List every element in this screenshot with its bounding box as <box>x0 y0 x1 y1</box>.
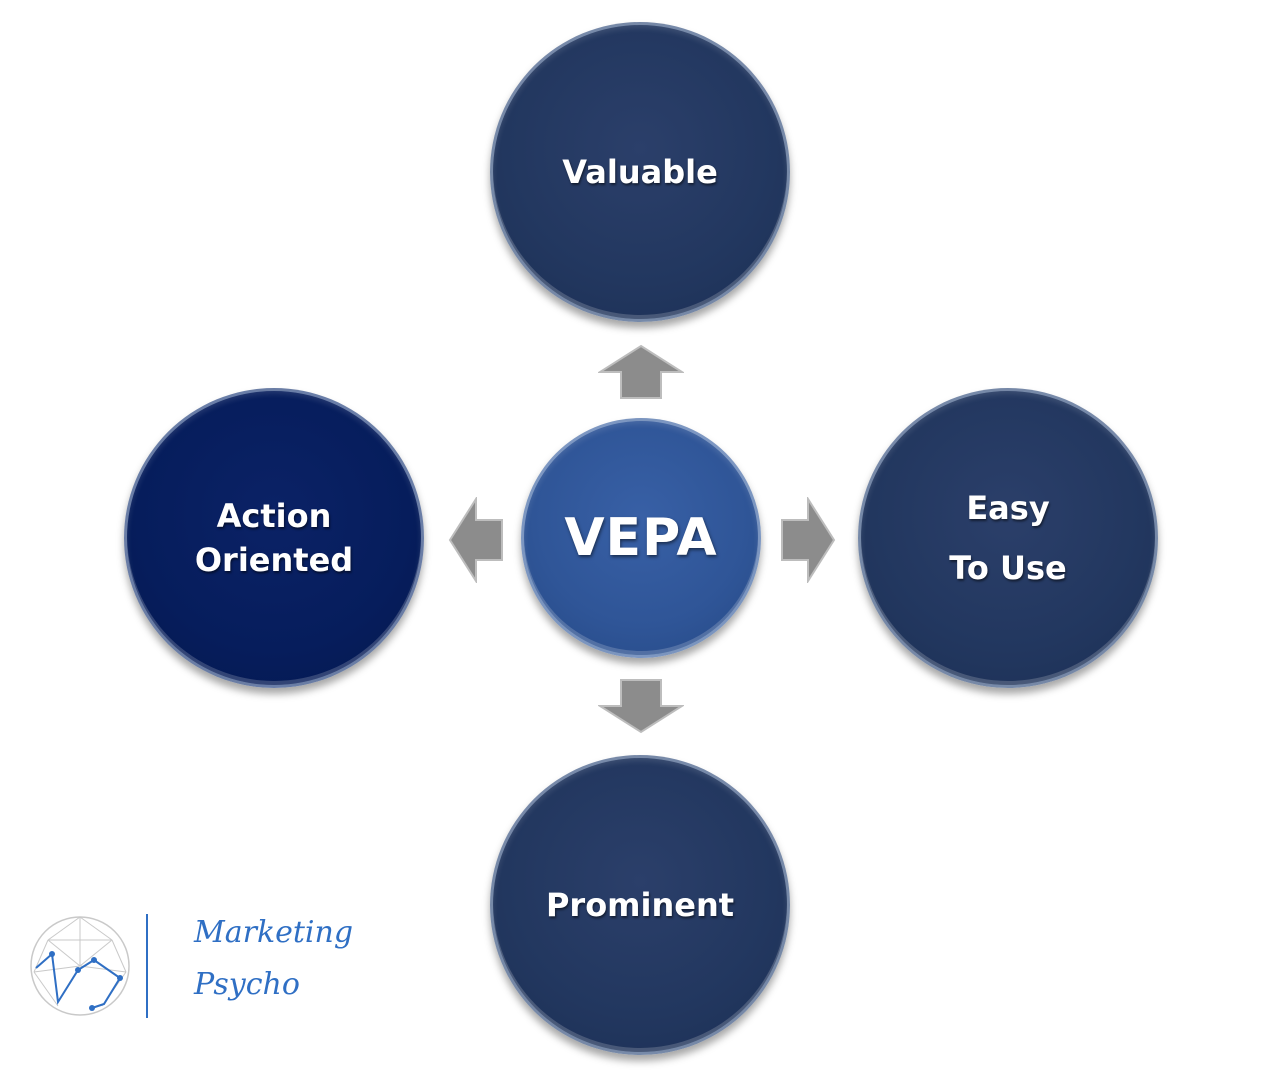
arrow-right-icon <box>781 497 836 583</box>
node-easy-to-use: Easy To Use <box>858 388 1158 688</box>
node-prominent-label: Prominent <box>545 886 735 924</box>
node-easy-to-use-line2: To Use <box>949 549 1067 587</box>
logo-line-2: Psycho <box>194 967 300 1002</box>
marketing-psycho-logo: Marketing Psycho <box>28 910 353 1025</box>
arrow-down-icon <box>598 679 684 734</box>
node-valuable-label: Valuable <box>562 153 718 191</box>
logo-divider <box>146 914 148 1018</box>
node-center-label: VEPA <box>564 508 718 568</box>
logo-line-1: Marketing <box>194 915 354 950</box>
node-center-vepa: VEPA <box>521 418 761 658</box>
node-easy-to-use-line1: Easy <box>966 489 1050 527</box>
network-globe-icon <box>30 916 130 1016</box>
node-action-oriented-line1: Action <box>216 497 332 535</box>
arrow-left-icon <box>448 497 503 583</box>
node-action-oriented: Action Oriented <box>124 388 424 688</box>
node-prominent: Prominent <box>490 755 790 1055</box>
arrow-up-icon <box>598 344 684 399</box>
node-action-oriented-line2: Oriented <box>194 541 354 579</box>
node-valuable: Valuable <box>490 22 790 322</box>
